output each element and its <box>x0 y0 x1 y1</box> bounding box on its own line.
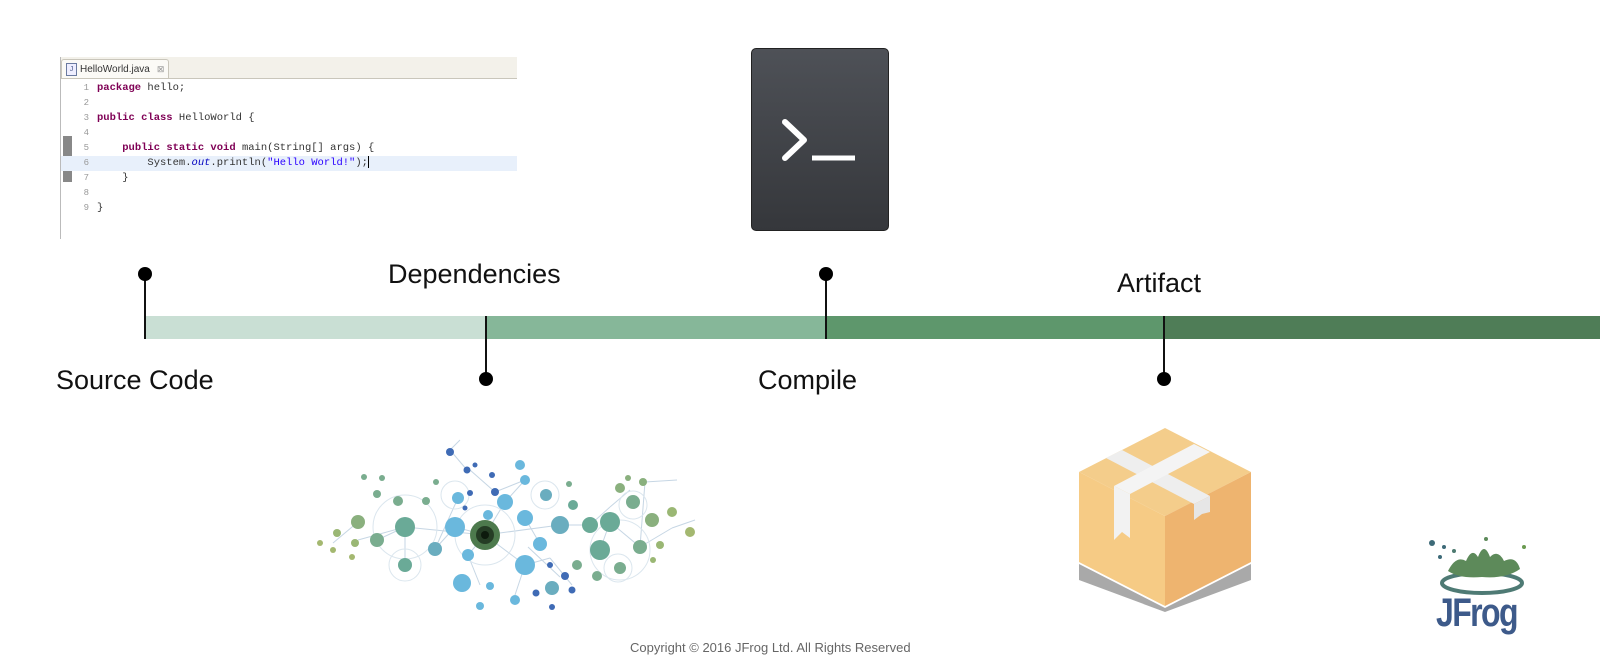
line-number: 4 <box>83 128 89 138</box>
text-caret <box>367 156 369 169</box>
marker-dot-compile <box>819 267 833 281</box>
timeline-segment-artifact <box>1164 316 1600 339</box>
package-box-icon <box>1079 428 1251 612</box>
marker-stem-source-code <box>144 274 146 339</box>
line-number: 7 <box>83 173 89 183</box>
code-line: 4 <box>61 126 517 141</box>
code-line: 2 <box>61 96 517 111</box>
line-number: 5 <box>83 143 89 153</box>
code-text: public class HelloWorld { <box>97 112 255 124</box>
code-text: package hello; <box>97 82 186 94</box>
line-number: 3 <box>83 113 89 123</box>
code-line: 5 public static void main(String[] args)… <box>61 141 517 156</box>
code-line: 8 <box>61 186 517 201</box>
timeline-segment-compile <box>826 316 1164 339</box>
stage-label-artifact: Artifact <box>1117 268 1202 298</box>
line-number: 9 <box>83 203 89 213</box>
line-number: 8 <box>83 188 89 198</box>
editor-body[interactable]: 1 package hello; 2 3 public class HelloWor… <box>61 79 517 239</box>
editor-tab-label: HelloWorld.java <box>80 63 150 75</box>
java-file-icon: J <box>66 62 77 76</box>
copyright-footer: Copyright © 2016 JFrog Ltd. All Rights R… <box>630 640 911 655</box>
close-icon[interactable]: ⊠ <box>156 63 165 74</box>
code-text: } <box>97 202 104 214</box>
stage-label-dependencies: Dependencies <box>388 259 561 289</box>
marker-dot-source-code <box>138 267 152 281</box>
splash-icon <box>1429 537 1526 595</box>
code-text: } <box>97 172 129 184</box>
terminal-prompt-glyph <box>782 119 855 161</box>
marker-stem-dependencies <box>485 316 487 379</box>
line-number: 2 <box>83 98 89 108</box>
marker-stem-compile <box>825 274 827 339</box>
stage-label-source-code: Source Code <box>56 365 214 395</box>
jfrog-logo-text: JFrog <box>1436 591 1519 635</box>
editor-tab-bar: J HelloWorld.java ⊠ <box>61 57 517 79</box>
code-line: 1 package hello; <box>61 81 517 96</box>
timeline-segment-dependencies <box>486 316 826 339</box>
dependency-graph-icon <box>317 439 696 610</box>
code-line: 3 public class HelloWorld { <box>61 111 517 126</box>
code-text: System.out.println("Hello World!"); <box>97 156 369 169</box>
code-line: 7 } <box>61 171 517 186</box>
code-line: 9} <box>61 201 517 216</box>
code-line-current: 6 System.out.println("Hello World!"); <box>61 156 517 171</box>
marker-dot-artifact <box>1157 372 1171 386</box>
editor-tab[interactable]: J HelloWorld.java ⊠ <box>61 59 169 78</box>
marker-stem-artifact <box>1163 316 1165 379</box>
jfrog-logo: JFrog <box>1426 535 1536 645</box>
code-text: public static void main(String[] args) { <box>122 142 375 154</box>
line-number: 6 <box>83 158 89 168</box>
stage-label-compile: Compile <box>758 365 858 395</box>
line-number: 1 <box>83 83 89 93</box>
terminal-prompt-icon <box>751 48 889 231</box>
timeline-segment-source-code <box>145 316 486 339</box>
marker-dot-dependencies <box>479 372 493 386</box>
